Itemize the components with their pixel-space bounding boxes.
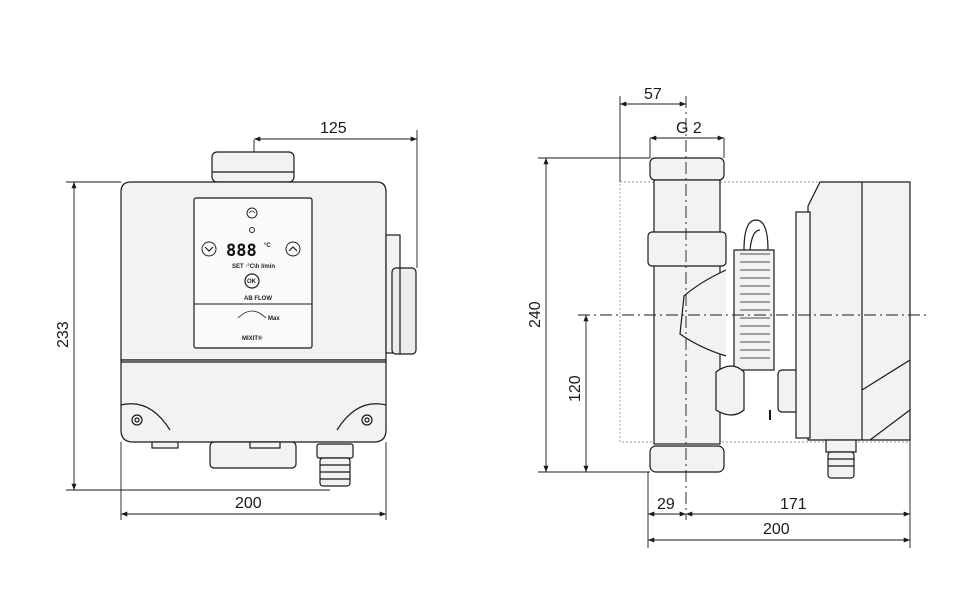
- center-lines: [578, 96, 930, 520]
- max-label: Max: [268, 316, 280, 322]
- front-dimensions: [66, 130, 418, 520]
- ok-button[interactable]: OK: [244, 273, 260, 289]
- level-indicator-icon: [237, 310, 267, 319]
- screw-right: [361, 414, 373, 426]
- dim-233: 233: [55, 321, 72, 348]
- dim-125: 125: [320, 120, 347, 137]
- pipe-top-union: [649, 157, 725, 181]
- down-button[interactable]: [201, 241, 217, 257]
- screw-left: [131, 414, 143, 426]
- cable-gland: [316, 443, 354, 487]
- dim-57: 57: [644, 86, 662, 103]
- ok-label: OK: [247, 279, 257, 285]
- dim-120: 120: [567, 375, 584, 402]
- airflow-label: AB FLOW: [244, 296, 272, 302]
- control-panel: 888 °C SET ·°C\h l/min OK AB FLOW Max MI…: [193, 197, 313, 349]
- dim-171: 171: [780, 496, 807, 513]
- control-box: [807, 181, 911, 441]
- side-dimensions: [538, 96, 911, 548]
- display-readout: 888: [226, 241, 257, 261]
- dim-g2: G 2: [676, 120, 702, 137]
- drop-icon: [249, 227, 255, 233]
- dim-29: 29: [657, 496, 675, 513]
- dim-200-front: 200: [235, 495, 262, 512]
- pipe-bottom-union: [649, 445, 725, 473]
- capacitor: [715, 365, 745, 416]
- side-view: [619, 157, 911, 479]
- wifi-icon: [246, 207, 258, 219]
- motor-coil: [733, 219, 775, 371]
- side-cable-gland: [825, 439, 857, 479]
- up-button[interactable]: [285, 241, 301, 257]
- dim-240: 240: [527, 301, 544, 328]
- top-connector: [211, 151, 295, 183]
- lower-housing: [120, 359, 387, 443]
- dim-200-side: 200: [763, 521, 790, 538]
- panel-labels: SET ·°C\h l/min: [232, 264, 275, 270]
- brand-label: MIXIT®: [242, 335, 263, 342]
- display-unit: °C: [264, 243, 271, 249]
